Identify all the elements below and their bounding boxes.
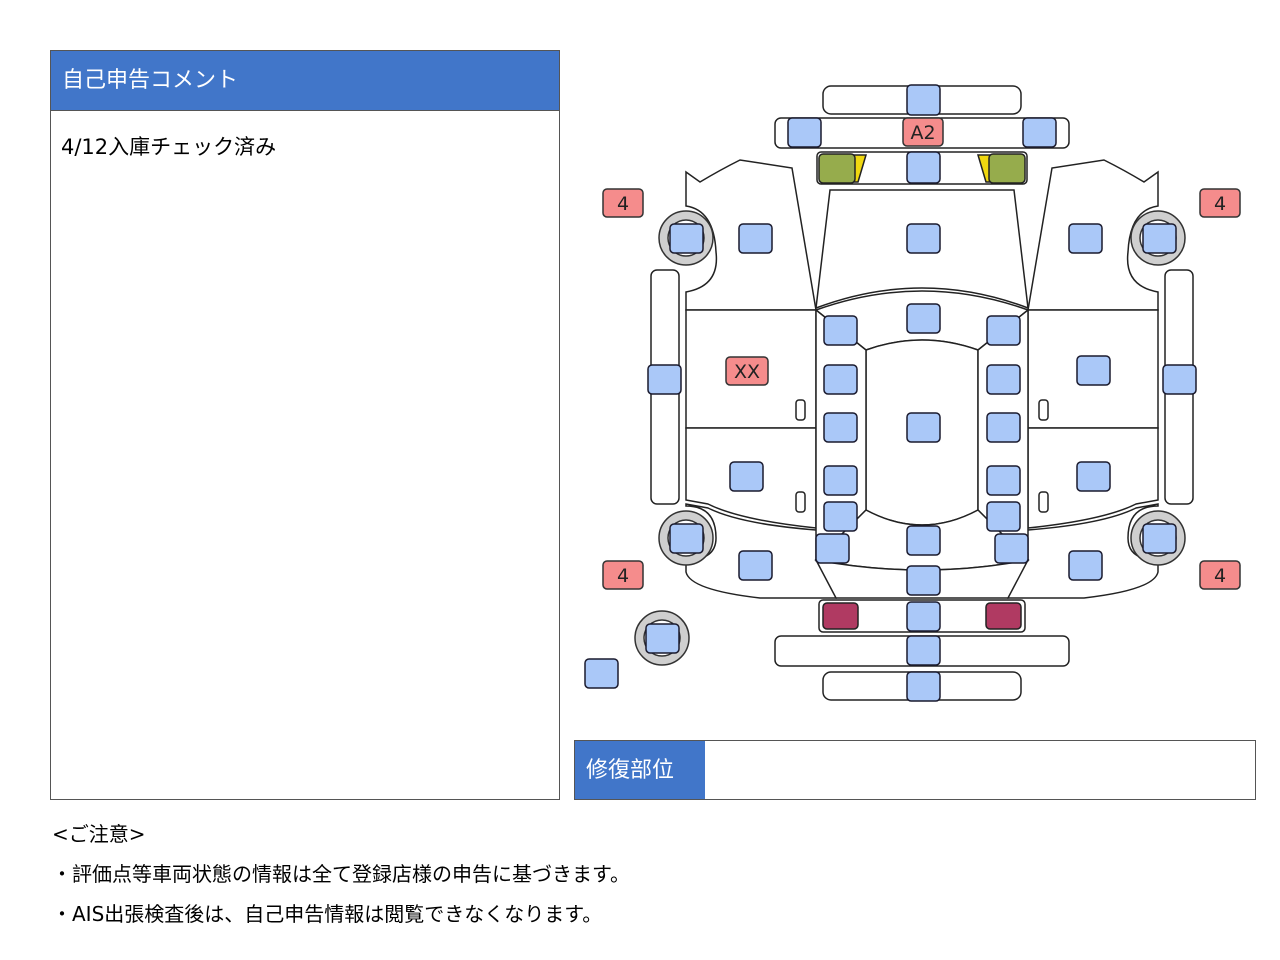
marker-right-pillar-2[interactable] [986, 412, 1021, 443]
marker-right-pillar-1[interactable] [986, 364, 1021, 395]
marker-left-pillar-2[interactable] [823, 412, 858, 443]
marker-spare-tire[interactable] [645, 623, 680, 654]
marker-rear-windshield[interactable] [906, 525, 941, 556]
marker-right-fender[interactable] [1068, 223, 1103, 254]
vehicle-damage-diagram: A2 XX 4 4 4 4 [584, 84, 1241, 702]
marker-right-front-door[interactable] [1076, 355, 1111, 386]
repair-area-label: 修復部位 [575, 741, 705, 799]
left-headlight-green [818, 153, 856, 184]
marker-right-quarter[interactable] [1068, 550, 1103, 581]
marker-right-rear-door[interactable] [1076, 461, 1111, 492]
marker-left-rear-door[interactable] [729, 461, 764, 492]
left-taillight [822, 602, 859, 630]
notes-section: <ご注意> ・評価点等車両状態の情報は全て登録店様の申告に基づきます。 ・AIS… [52, 814, 630, 934]
marker-left-pillar-1[interactable] [823, 364, 858, 395]
marker-floor[interactable] [584, 658, 619, 689]
right-rear-handle [1038, 491, 1049, 513]
self-report-comment-panel: 自己申告コメント 4/12入庫チェック済み [50, 50, 560, 800]
marker-front-right-wheel[interactable] [1142, 223, 1177, 254]
marker-left-quarter[interactable] [738, 550, 773, 581]
comment-text: 4/12入庫チェック済み [61, 135, 277, 159]
badge-front-right-tire[interactable] [1199, 188, 1241, 218]
badge-rear-left-tire[interactable] [602, 560, 644, 590]
left-front-handle [795, 399, 806, 421]
marker-windshield[interactable] [906, 303, 941, 334]
notes-line-1: ・評価点等車両状態の情報は全て登録店様の申告に基づきます。 [52, 862, 630, 886]
badge-front-left-tire[interactable] [602, 188, 644, 218]
badge-front-right-label: 4 [1214, 193, 1226, 215]
badge-rear-right-label: 4 [1214, 565, 1226, 587]
marker-rear-bumper-outer[interactable] [906, 671, 941, 702]
marker-rear-panel[interactable] [906, 601, 941, 632]
badge-xx-label: XX [734, 361, 760, 383]
badge-a2-label: A2 [910, 122, 935, 144]
repair-area-panel: 修復部位 [574, 740, 1256, 800]
marker-rear-right-wheel[interactable] [1142, 523, 1177, 554]
right-headlight-green [988, 153, 1026, 184]
marker-right-pillar-3[interactable] [986, 465, 1021, 496]
marker-left-a-pillar[interactable] [823, 315, 858, 346]
marker-left-pillar-4[interactable] [823, 501, 858, 532]
marker-trunk[interactable] [906, 565, 941, 596]
marker-front-left-wheel[interactable] [669, 223, 704, 254]
marker-left-c-pillar[interactable] [815, 533, 850, 564]
badge-rear-left-label: 4 [617, 565, 629, 587]
marker-front-bumper-outer[interactable] [906, 84, 941, 116]
marker-left-fender[interactable] [738, 223, 773, 254]
marker-rear-left-wheel[interactable] [669, 523, 704, 554]
marker-hood[interactable] [906, 223, 941, 254]
comment-header: 自己申告コメント [51, 51, 559, 111]
marker-right-sill[interactable] [1162, 364, 1197, 395]
notes-line-2: ・AIS出張検査後は、自己申告情報は閲覧できなくなります。 [52, 902, 603, 926]
marker-left-sill[interactable] [647, 364, 682, 395]
marker-rear-bumper[interactable] [906, 635, 941, 666]
right-front-handle [1038, 399, 1049, 421]
marker-front-bumper-right[interactable] [1022, 117, 1057, 148]
left-rear-handle [795, 491, 806, 513]
marker-right-c-pillar[interactable] [994, 533, 1029, 564]
marker-right-a-pillar[interactable] [986, 315, 1021, 346]
marker-front-bumper-left[interactable] [787, 117, 822, 148]
right-taillight [985, 602, 1022, 630]
marker-right-pillar-4[interactable] [986, 501, 1021, 532]
marker-roof[interactable] [906, 412, 941, 443]
badge-a2[interactable] [902, 117, 944, 147]
notes-title: <ご注意> [52, 822, 146, 846]
badge-xx[interactable] [725, 356, 769, 386]
marker-grille[interactable] [906, 151, 941, 184]
marker-left-pillar-3[interactable] [823, 465, 858, 496]
badge-rear-right-tire[interactable] [1199, 560, 1241, 590]
badge-front-left-label: 4 [617, 193, 629, 215]
